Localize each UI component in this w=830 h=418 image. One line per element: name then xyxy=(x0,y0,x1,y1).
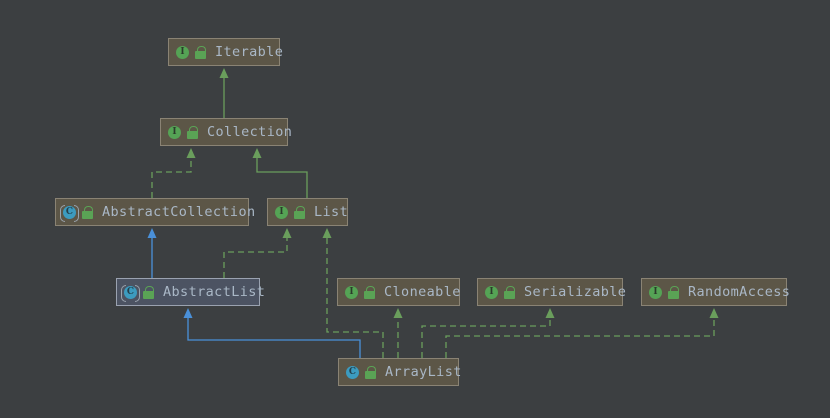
lock-icon xyxy=(504,285,516,299)
lock-icon xyxy=(82,205,94,219)
class-node-arraylist[interactable]: C ArrayList xyxy=(338,358,462,386)
lock-icon xyxy=(195,45,207,59)
abstract-class-icon: C xyxy=(121,284,140,302)
class-node-label: Collection xyxy=(207,124,293,140)
class-node-serializable[interactable]: I Serializable xyxy=(477,278,627,306)
class-node-label: Cloneable xyxy=(384,284,461,300)
edge-arraylist-serializable xyxy=(421,308,555,358)
lock-icon xyxy=(187,125,199,139)
class-node-list[interactable]: I List xyxy=(267,198,348,226)
edge-arraylist-list xyxy=(322,228,384,358)
interface-icon: I xyxy=(274,205,289,220)
interface-icon: I xyxy=(167,125,182,140)
class-node-cloneable[interactable]: I Cloneable xyxy=(337,278,460,306)
class-node-label: AbstractList xyxy=(163,284,266,300)
class-node-collection[interactable]: I Collection xyxy=(160,118,292,146)
class-node-iterable[interactable]: I Iterable xyxy=(168,38,284,66)
class-node-abstractlist[interactable]: C AbstractList xyxy=(116,278,265,306)
lock-icon xyxy=(294,205,306,219)
class-node-randomaccess[interactable]: I RandomAccess xyxy=(641,278,791,306)
class-node-label: ArrayList xyxy=(385,364,462,380)
interface-icon: I xyxy=(175,45,190,60)
edge-abstractcollection-collection xyxy=(151,148,196,198)
interface-icon: I xyxy=(344,285,359,300)
class-node-label: Serializable xyxy=(524,284,627,300)
edge-abstractlist-list xyxy=(223,228,292,278)
lock-icon xyxy=(143,285,155,299)
class-icon: C xyxy=(345,365,360,380)
class-node-label: List xyxy=(314,204,349,220)
interface-icon: I xyxy=(648,285,663,300)
interface-icon: I xyxy=(484,285,499,300)
class-node-label: AbstractCollection xyxy=(102,204,256,220)
class-node-label: RandomAccess xyxy=(688,284,791,300)
lock-icon xyxy=(365,365,377,379)
edge-arraylist-randomaccess xyxy=(445,308,719,358)
edge-arraylist-abstractlist xyxy=(183,308,361,358)
class-node-abstractcollection[interactable]: C AbstractCollection xyxy=(55,198,255,226)
class-node-label: Iterable xyxy=(215,44,284,60)
lock-icon xyxy=(364,285,376,299)
abstract-class-icon: C xyxy=(60,204,79,222)
lock-icon xyxy=(668,285,680,299)
edge-list-collection xyxy=(252,148,308,198)
